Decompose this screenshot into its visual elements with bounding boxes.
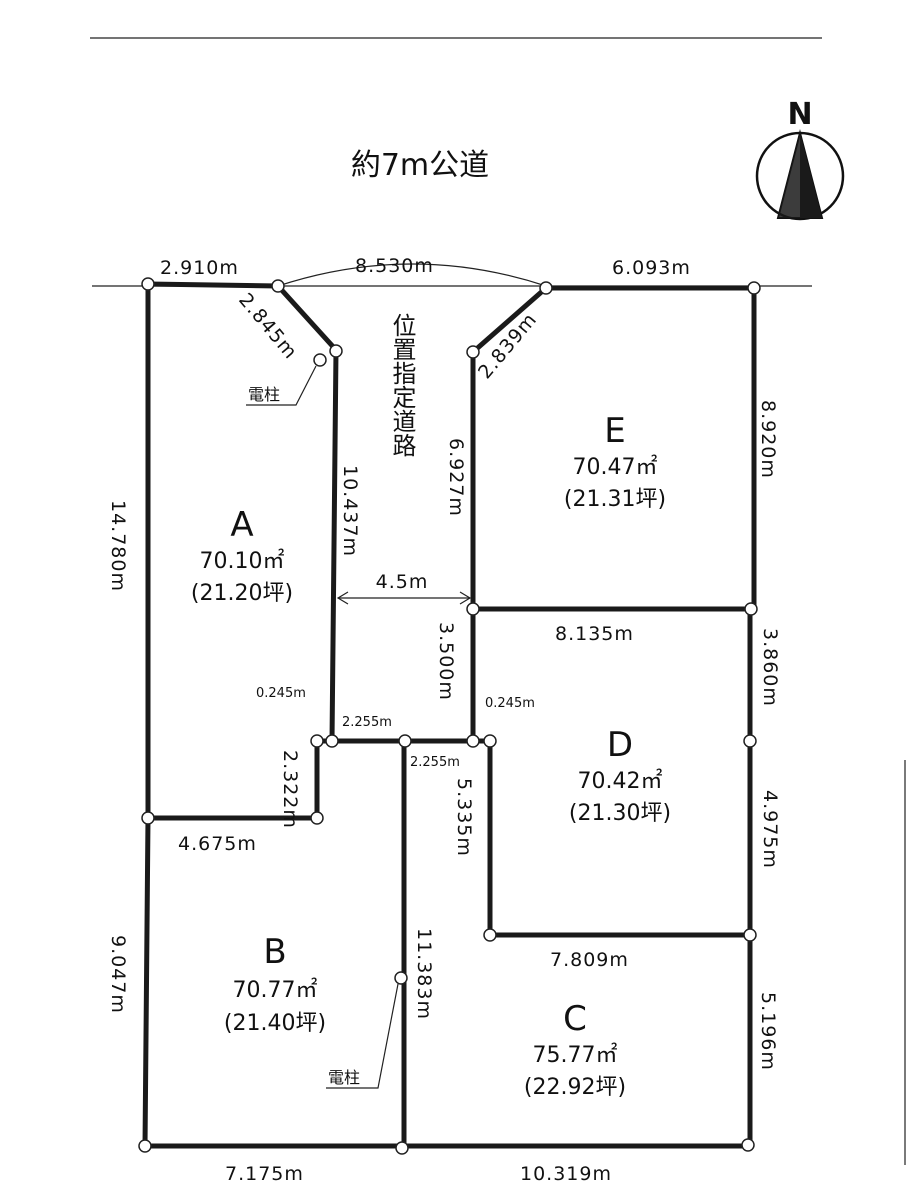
north-arrow-icon: N [755, 97, 845, 221]
road-front-arc [277, 263, 547, 287]
lot-area-tsubo: (21.20坪) [191, 581, 293, 606]
dim-right-c: 5.196m [757, 992, 779, 1071]
lot-c-label: C 75.77㎡ (22.92坪) [524, 999, 626, 1100]
utility-pole-icon [394, 971, 408, 985]
utility-poles: 電柱 電柱 [246, 353, 408, 1089]
lot-area-tsubo: (21.30坪) [569, 801, 671, 826]
dim-e-bottom: 8.135m [555, 623, 634, 645]
dim-c-bottom: 10.319m [520, 1163, 612, 1185]
dim-right-d-upper: 3.860m [759, 628, 781, 707]
dim-road-end-bottom: 2.255m [410, 755, 460, 770]
pole-label-a: 電柱 [248, 385, 280, 404]
private-road-label: 位置指定道路 [388, 313, 416, 457]
utility-pole-icon [313, 353, 327, 367]
lot-area-m2: 70.47㎡ [573, 454, 658, 480]
lot-name: B [263, 932, 286, 972]
lot-d-label: D 70.42㎡ (21.30坪) [569, 725, 671, 826]
lot-name: A [230, 505, 253, 545]
public-road-label: 約7m公道 [351, 148, 489, 183]
dim-right-d-lower: 4.975m [759, 790, 781, 869]
pole-label-b: 電柱 [328, 1068, 360, 1087]
dim-top-e: 6.093m [612, 257, 691, 279]
lot-area-tsubo: (21.31坪) [564, 487, 666, 512]
dim-a-bottom: 4.675m [178, 833, 257, 855]
lot-area-tsubo: (21.40坪) [224, 1011, 326, 1036]
lot-area-m2: 70.42㎡ [578, 768, 663, 794]
dim-d-left: 5.335m [453, 778, 475, 857]
dim-bc-divider: 11.383m [413, 928, 435, 1020]
dim-road-right-lower: 3.500m [435, 622, 457, 701]
dim-road-front: 8.530m [355, 255, 434, 277]
lot-area-m2: 70.10㎡ [200, 548, 285, 574]
dim-left-b: 9.047m [107, 935, 129, 1014]
north-label: N [787, 97, 812, 132]
lot-a-boundary [145, 281, 339, 821]
lot-e-label: E 70.47㎡ (21.31坪) [564, 411, 666, 512]
dim-d-bottom: 7.809m [550, 949, 629, 971]
dim-right-e: 8.920m [757, 400, 779, 479]
lot-area-m2: 70.77㎡ [233, 977, 318, 1003]
dim-b-bottom: 7.175m [225, 1163, 304, 1185]
outer-boundary [142, 609, 753, 1149]
survey-points [138, 277, 761, 1155]
lot-name: D [607, 725, 633, 765]
dim-offset-right: 0.245m [485, 696, 535, 711]
lot-area-tsubo: (22.92坪) [524, 1075, 626, 1100]
lot-name: E [604, 411, 625, 451]
dim-top-a: 2.910m [160, 257, 239, 279]
road-width-marker: 4.5m [336, 571, 472, 605]
dim-road-right: 6.927m [445, 438, 467, 517]
lot-name: C [563, 999, 587, 1039]
dim-left-a: 14.780m [107, 500, 129, 592]
lot-b-label: B 70.77㎡ (21.40坪) [224, 932, 326, 1036]
dim-offset-left: 0.245m [256, 686, 306, 701]
lot-area-m2: 75.77㎡ [533, 1042, 618, 1068]
dim-road-left: 10.437m [339, 465, 361, 557]
dim-road-end-top: 2.255m [342, 715, 392, 730]
road-width-label: 4.5m [376, 571, 429, 593]
lot-a-label: A 70.10㎡ (21.20坪) [191, 505, 293, 606]
dim-a-notch: 2.322m [279, 750, 301, 829]
